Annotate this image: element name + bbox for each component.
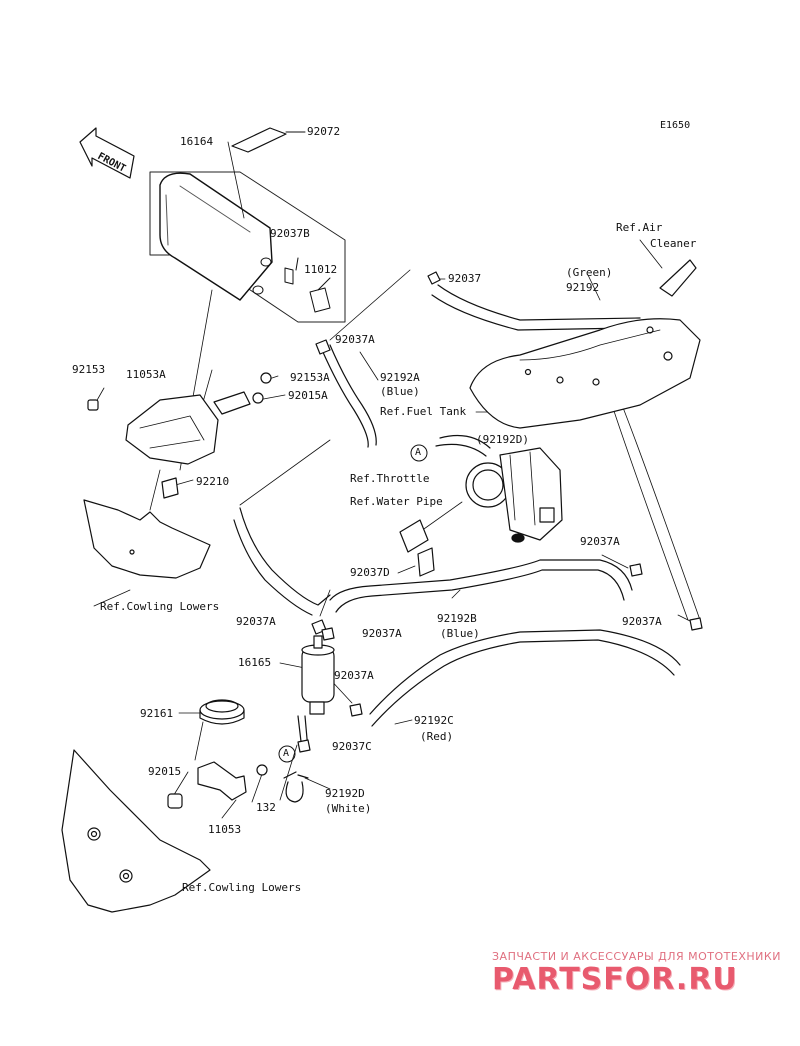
part-label-132: 132 [256, 801, 276, 814]
water-pipe-bracket-drawing [399, 519, 435, 577]
part-label-92153: 92153 [72, 363, 106, 376]
strap-drawing [231, 127, 306, 153]
fuel-tank-drawing [469, 318, 701, 429]
part-label-92037c: 92037C [332, 740, 372, 753]
part-label-92153a: 92153A [290, 371, 330, 384]
ref-fuel-tank: Ref.Fuel Tank [380, 405, 467, 418]
part-label-92015: 92015 [148, 765, 182, 778]
ref-throttle: Ref.Throttle [350, 472, 430, 485]
part-label-92037b: 92037B [270, 227, 310, 240]
part-label-92037a-2: 92037A [580, 535, 620, 548]
part-label-11012: 11012 [304, 263, 338, 276]
part-label-92192: 92192 [566, 281, 600, 294]
part-label-92161: 92161 [140, 707, 174, 720]
marker-a-text-1: A [415, 447, 422, 458]
part-label-92192d: 92192D [325, 787, 365, 800]
part-label-92037: 92037 [448, 272, 482, 285]
watermark-tagline: ЗАПЧАСТИ И АКСЕССУАРЫ ДЛЯ МОТОТЕХНИКИ [492, 950, 781, 963]
part-label-92072: 92072 [307, 125, 341, 138]
part-color-red: (Red) [420, 730, 454, 743]
cowling-lower-drawing [61, 749, 211, 913]
hose-lines [233, 259, 701, 803]
part-label-16164: 16164 [180, 135, 214, 148]
marker-circle-a-2 [278, 745, 296, 763]
part-color-blue-1: (Blue) [380, 385, 420, 398]
front-arrow-icon: FRONT [79, 127, 135, 179]
part-color-green: (Green) [566, 266, 613, 279]
part-label-92192c: 92192C [414, 714, 454, 727]
throttle-body-drawing [465, 447, 563, 543]
cowling-upper-drawing [83, 499, 211, 579]
part-label-16165: 16165 [238, 656, 272, 669]
bracket-11053-drawing [167, 761, 268, 809]
ref-air-cleaner-line2: Cleaner [650, 237, 697, 250]
diagram-code: E1650 [660, 120, 691, 131]
part-label-92192b: 92192B [437, 612, 477, 625]
ref-cowling-lowers-1: Ref.Cowling Lowers [100, 600, 220, 613]
part-color-white: (White) [325, 802, 372, 815]
part-label-92037a-6: 92037A [334, 669, 374, 682]
part-label-92037a-4: 92037A [362, 627, 402, 640]
marker-circle-a-1 [410, 444, 428, 462]
hose-clamps [297, 271, 703, 753]
ref-water-pipe: Ref.Water Pipe [350, 495, 443, 508]
part-label-11053a: 11053A [126, 368, 166, 381]
part-label-92037a-3: 92037A [236, 615, 276, 628]
part-label-92192a: 92192A [380, 371, 420, 384]
fuel-filter-drawing [301, 635, 335, 715]
part-label-92037a-5: 92037A [622, 615, 662, 628]
part-label-92037a-1: 92037A [335, 333, 375, 346]
part-label-92210: 92210 [196, 475, 230, 488]
bracket-11053a-drawing [87, 372, 272, 499]
canister-drawing [149, 171, 346, 323]
part-label-92192d-ref: (92192D) [476, 433, 529, 446]
ref-cowling-lowers-2: Ref.Cowling Lowers [182, 881, 302, 894]
ref-air-cleaner-line1: Ref.Air [616, 221, 663, 234]
watermark-logo: PARTSFOR.RU [492, 962, 738, 997]
part-color-blue-2: (Blue) [440, 627, 480, 640]
marker-a-text-2: A [283, 748, 290, 759]
fittings-drawing [252, 257, 331, 313]
part-label-92037d: 92037D [350, 566, 390, 579]
grommet-drawing [199, 699, 245, 725]
part-label-11053: 11053 [208, 823, 242, 836]
part-label-92015a: 92015A [288, 389, 328, 402]
